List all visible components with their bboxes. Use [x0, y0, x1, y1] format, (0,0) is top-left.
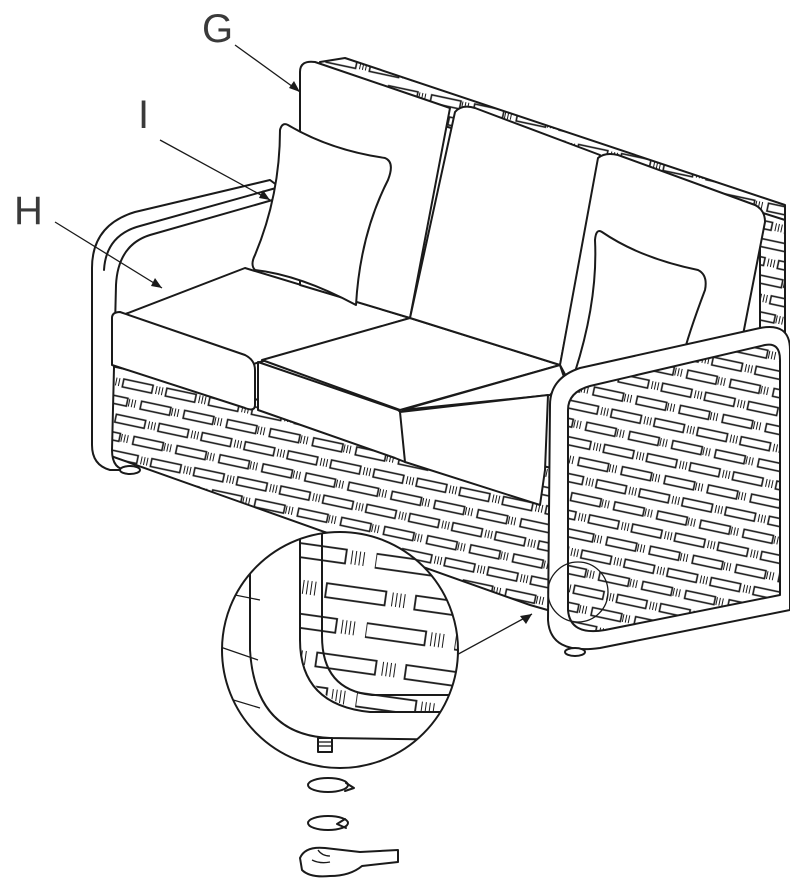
- seat-cushion-right-front: [399, 394, 549, 506]
- leader-line-g: [234, 44, 301, 93]
- detail-marker-circle: [547, 561, 609, 623]
- leader-line-h: [54, 221, 163, 289]
- leader-line-i: [159, 139, 271, 201]
- left-arm: [91, 179, 291, 471]
- left-arm-inner: [103, 187, 277, 271]
- callout-label-i: I: [138, 93, 149, 137]
- hand-icon: [299, 846, 399, 878]
- foot-right: [564, 647, 586, 657]
- foot-left: [119, 465, 141, 475]
- adjustable-foot: [317, 737, 333, 753]
- right-arm-weave: [567, 343, 781, 632]
- detail-leader-arrowhead: [520, 614, 532, 624]
- callout-label-g: G: [202, 7, 233, 51]
- callout-label-h: H: [14, 189, 43, 233]
- rotate-clockwise-icon: [307, 777, 355, 793]
- rotate-counterclockwise-icon: [307, 815, 349, 831]
- throw-pillow-left: [251, 123, 392, 306]
- sofa: [91, 57, 790, 657]
- seat-cushion-left-front: [111, 311, 256, 411]
- magnified-detail: [221, 531, 459, 769]
